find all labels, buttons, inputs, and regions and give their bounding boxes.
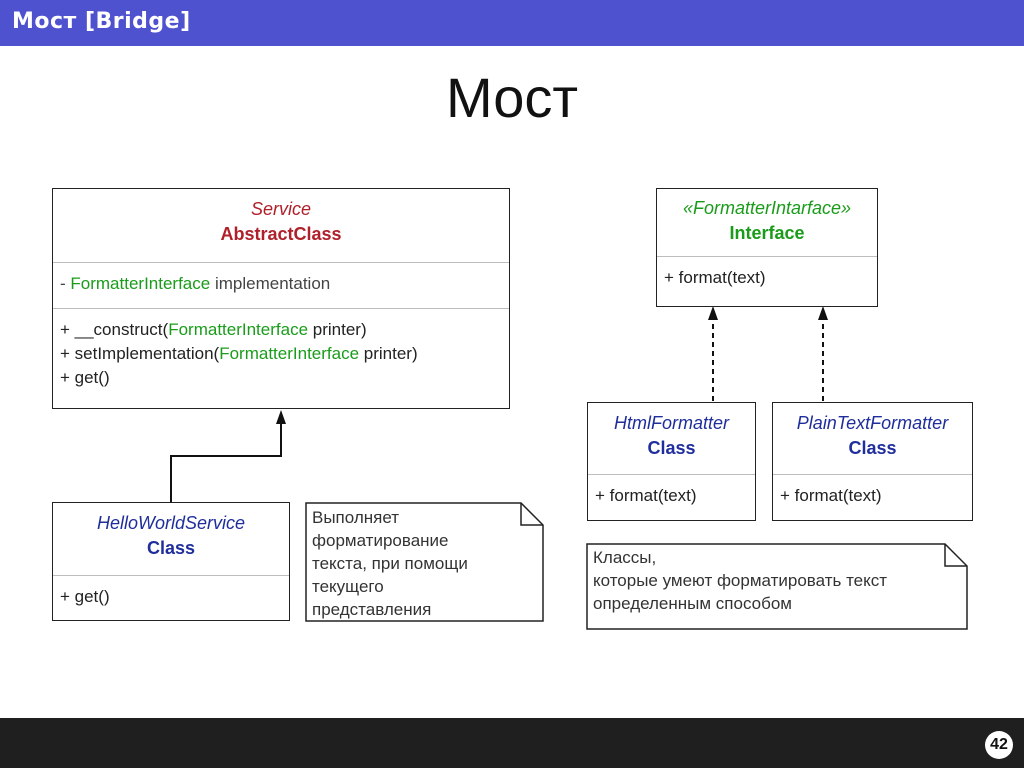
note-right-shape [586, 543, 968, 630]
helloworld-method-get: + get() [60, 587, 110, 606]
service-attributes: - FormatterInterface implementation [53, 263, 509, 309]
service-methods: + __construct(FormatterInterface printer… [53, 309, 509, 399]
plaintextformatter-name: Class [848, 438, 897, 458]
plaintextformatter-class-box: PlainTextFormatter Class + format(text) [772, 402, 973, 521]
header-bar: Мост [Bridge] [0, 0, 1024, 46]
htmlformatter-header: HtmlFormatter Class [588, 403, 755, 475]
note-left-shape [305, 502, 544, 622]
note-line: текущего [312, 577, 384, 596]
helloworld-methods: + get() [53, 576, 289, 618]
service-method-construct: + __construct(FormatterInterface printer… [60, 318, 502, 342]
method-suffix: printer) [359, 344, 418, 363]
plaintextformatter-method-format: + format(text) [780, 486, 882, 505]
note-line: текста, при помощи [312, 554, 468, 573]
formatter-name: Interface [729, 223, 805, 243]
footer-bar [0, 718, 1024, 768]
realization-arrowhead-plain [818, 306, 828, 320]
attr-type: FormatterInterface [70, 274, 211, 293]
inheritance-arrowhead [276, 410, 286, 424]
note-right: Классы, которые умеют форматировать текс… [586, 543, 969, 630]
htmlformatter-name: Class [647, 438, 696, 458]
note-line: Выполняет [312, 508, 400, 527]
realization-arrowhead-html [708, 306, 718, 320]
note-line: которые умеют форматировать текст [593, 571, 888, 590]
note-line: Классы, [593, 548, 657, 567]
service-stereotype: Service [250, 199, 312, 219]
method-prefix: + get() [60, 368, 110, 387]
note-left: Выполняет форматирование текста, при пом… [305, 502, 545, 622]
formatter-methods: + format(text) [657, 257, 877, 299]
note-left-text: Выполняет форматирование текста, при пом… [312, 506, 468, 621]
formatter-header: «FormatterIntarface» Interface [657, 189, 877, 257]
header-title: Мост [Bridge] [12, 9, 191, 34]
note-line: форматирование [312, 531, 449, 550]
note-right-text: Классы, которые умеют форматировать текс… [593, 546, 887, 615]
formatter-method-format: + format(text) [664, 268, 766, 287]
service-name: AbstractClass [220, 224, 342, 244]
inheritance-line [170, 421, 282, 502]
htmlformatter-method-format: + format(text) [595, 486, 697, 505]
service-method-get: + get() [60, 366, 502, 390]
service-header: Service AbstractClass [53, 189, 509, 263]
plaintextformatter-methods: + format(text) [773, 475, 972, 517]
page-number-badge: 42 [985, 731, 1013, 759]
method-suffix: printer) [308, 320, 367, 339]
helloworld-class-box: HelloWorldService Class + get() [52, 502, 290, 621]
service-attribute: - FormatterInterface implementation [60, 274, 331, 293]
plaintextformatter-stereotype: PlainTextFormatter [796, 413, 949, 433]
method-prefix: + setImplementation( [60, 344, 220, 363]
note-line: определенным способом [593, 594, 792, 613]
helloworld-name: Class [146, 538, 196, 558]
attr-name: implementation [214, 274, 331, 293]
helloworld-stereotype: HelloWorldService [96, 513, 246, 533]
service-method-setimplementation: + setImplementation(FormatterInterface p… [60, 342, 502, 366]
htmlformatter-methods: + format(text) [588, 475, 755, 517]
helloworld-header: HelloWorldService Class [53, 503, 289, 576]
method-type: FormatterInterface [168, 320, 309, 339]
formatter-interface-box: «FormatterIntarface» Interface + format(… [656, 188, 878, 307]
htmlformatter-class-box: HtmlFormatter Class + format(text) [587, 402, 756, 521]
plaintextformatter-header: PlainTextFormatter Class [773, 403, 972, 475]
formatter-stereotype: «FormatterIntarface» [682, 198, 852, 218]
method-prefix: + __construct( [60, 320, 169, 339]
method-type: FormatterInterface [219, 344, 360, 363]
service-abstract-class-box: Service AbstractClass - FormatterInterfa… [52, 188, 510, 409]
slide-title: Мост [445, 66, 579, 129]
htmlformatter-stereotype: HtmlFormatter [613, 413, 729, 433]
note-line: представления [312, 600, 432, 619]
